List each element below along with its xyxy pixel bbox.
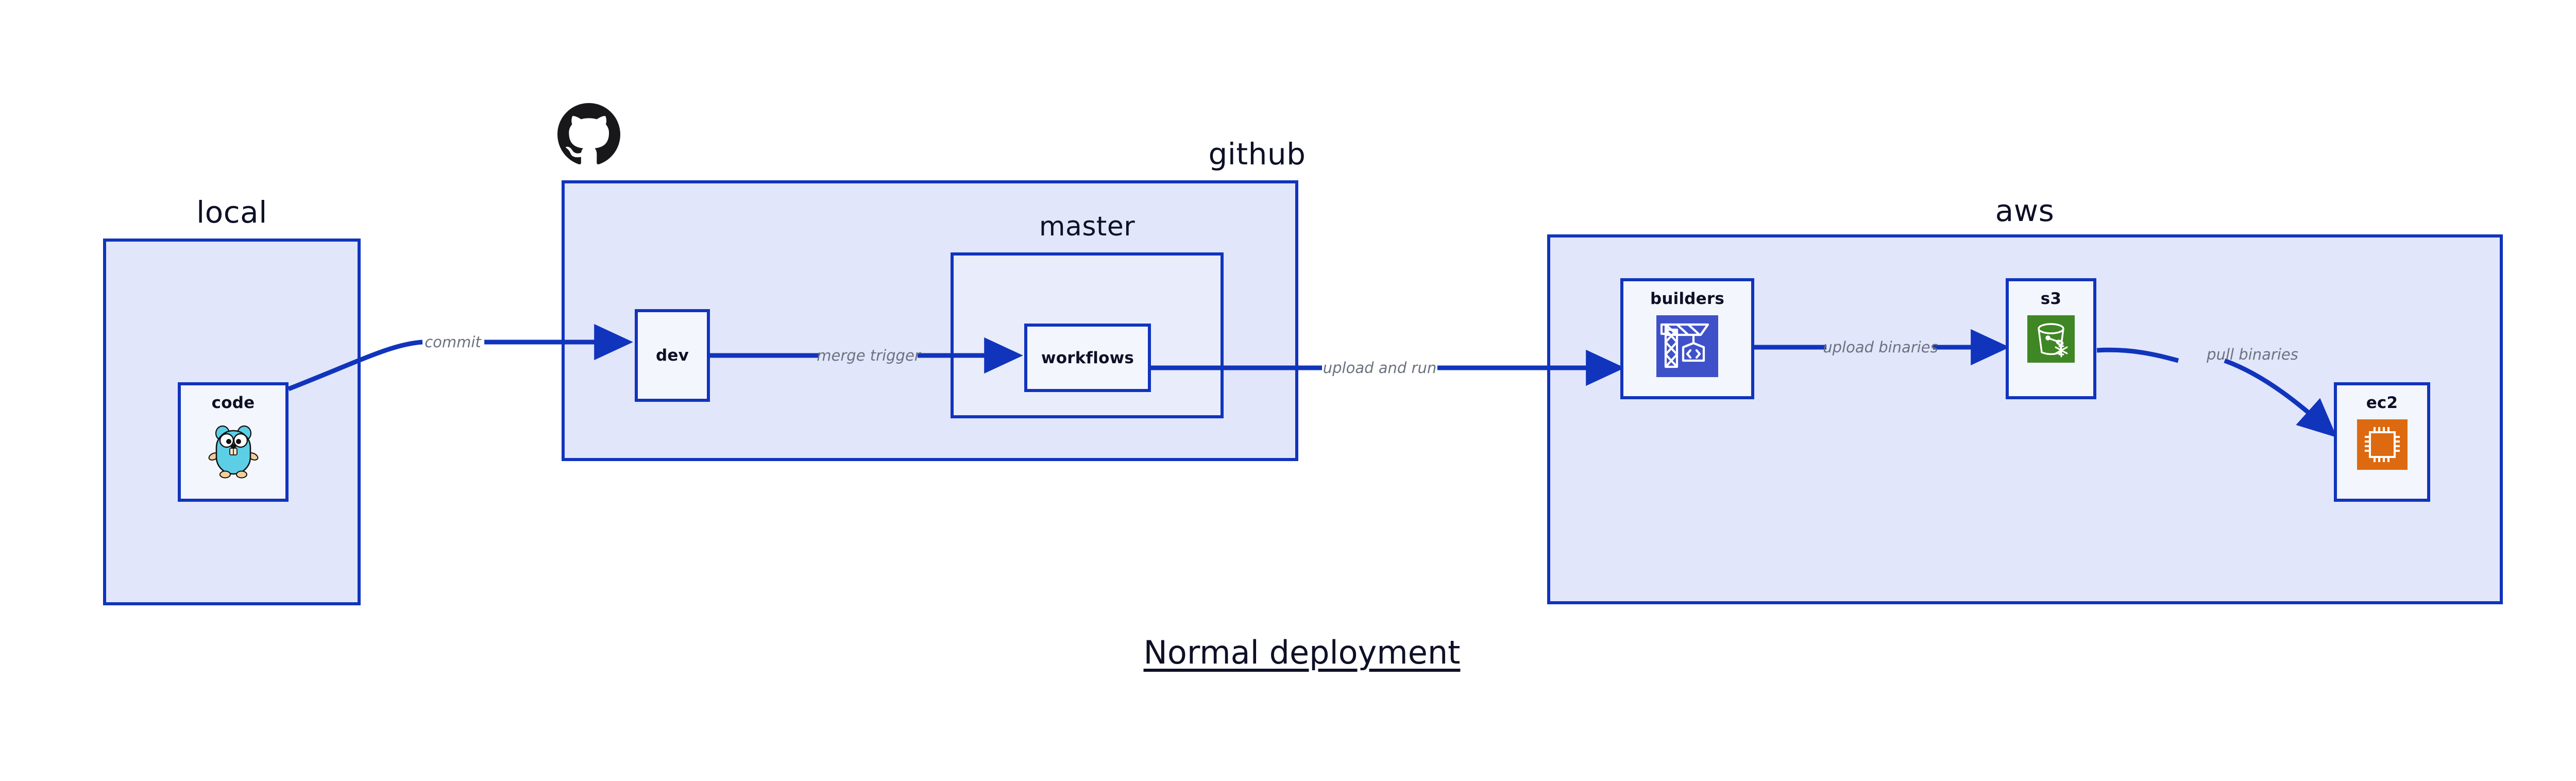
node-workflows[interactable]: workflows: [1024, 324, 1151, 392]
node-builders[interactable]: builders: [1620, 278, 1754, 399]
edge-label-merge-trigger: merge trigger: [817, 347, 921, 364]
diagram-title: Normal deployment: [1143, 634, 1461, 671]
edge-label-upload-binaries: upload binaries: [1823, 338, 1938, 356]
node-workflows-label: workflows: [1041, 348, 1134, 367]
node-code[interactable]: code: [178, 382, 289, 502]
node-builders-label: builders: [1650, 290, 1725, 308]
aws-builders-crane-icon: [1656, 315, 1718, 377]
github-octocat-logo: [557, 103, 620, 166]
go-gopher-icon: [207, 419, 260, 482]
node-ec2-label: ec2: [2366, 394, 2398, 412]
node-s3[interactable]: s3: [2006, 278, 2096, 399]
node-code-label: code: [211, 394, 255, 412]
group-github-label: github: [1208, 137, 1306, 172]
node-dev-label: dev: [655, 346, 689, 365]
node-dev[interactable]: dev: [635, 309, 710, 402]
node-ec2[interactable]: ec2: [2334, 382, 2430, 502]
group-aws-label: aws: [1995, 193, 2055, 228]
edge-label-commit: commit: [425, 333, 481, 351]
aws-ec2-chip-icon: [2357, 419, 2408, 470]
group-local-label: local: [196, 195, 267, 230]
group-master-label: master: [1039, 211, 1136, 242]
node-s3-label: s3: [2040, 290, 2062, 308]
edge-label-upload-and-run: upload and run: [1323, 359, 1437, 377]
aws-s3-bucket-icon: [2027, 315, 2075, 363]
edge-label-pull-binaries: pull binaries: [2207, 346, 2298, 363]
